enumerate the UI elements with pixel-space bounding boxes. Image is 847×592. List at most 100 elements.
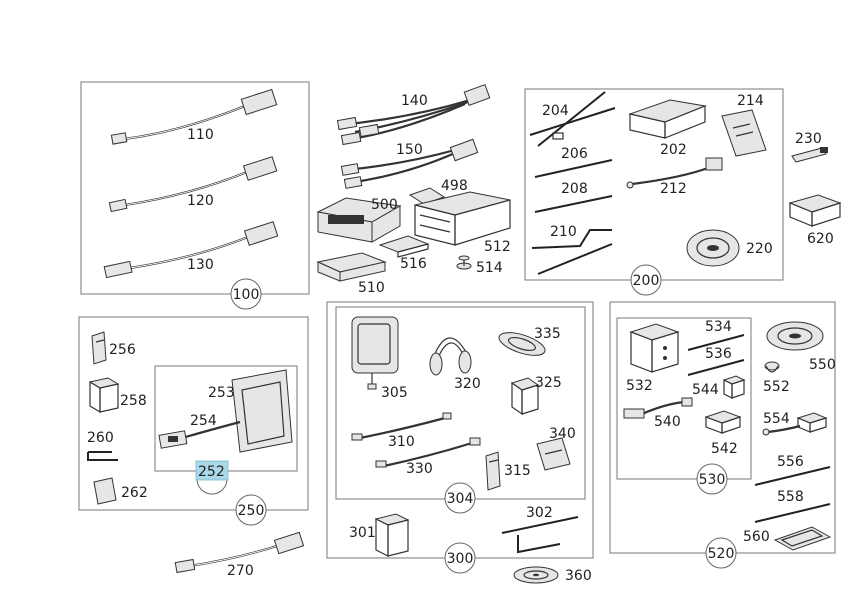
- group-circle-530[interactable]: [696, 463, 728, 495]
- part-label-130: 130: [187, 257, 214, 273]
- part-544-plug: [722, 375, 746, 399]
- part-label-514: 514: [476, 260, 503, 276]
- part-label-540: 540: [654, 414, 681, 430]
- wire-206: [534, 159, 613, 178]
- cable-254: [158, 420, 241, 449]
- part-514-screw: [456, 255, 472, 270]
- part-label-534: 534: [705, 319, 732, 335]
- cable-140: [336, 84, 491, 146]
- part-256-clip: [91, 331, 107, 365]
- group-circle-250[interactable]: [235, 494, 267, 526]
- part-label-110: 110: [187, 127, 214, 143]
- part-510-box: [316, 252, 387, 282]
- part-325-module: [510, 377, 540, 416]
- part-label-212: 212: [660, 181, 687, 197]
- part-label-498: 498: [441, 178, 468, 194]
- part-label-558: 558: [777, 489, 804, 505]
- part-335-remote: [498, 332, 546, 356]
- part-label-310: 310: [388, 434, 415, 450]
- part-label-554: 554: [763, 411, 790, 427]
- part-label-325: 325: [535, 375, 562, 391]
- part-label-220: 220: [746, 241, 773, 257]
- cable-212: [626, 157, 723, 189]
- part-301-module: [374, 513, 410, 557]
- part-214-manual: [721, 109, 767, 157]
- part-320-headphones: [429, 337, 472, 376]
- group-label-100: 100: [233, 287, 260, 303]
- wire-210: [531, 229, 613, 275]
- part-620-box: [788, 194, 842, 227]
- part-label-320: 320: [454, 376, 481, 392]
- part-label-335: 335: [534, 326, 561, 342]
- part-label-360: 360: [565, 568, 592, 584]
- part-label-302: 302: [526, 505, 553, 521]
- group-circle-520[interactable]: [705, 537, 737, 569]
- part-label-340: 340: [549, 426, 576, 442]
- cable-130: [103, 221, 279, 279]
- wire-208: [534, 195, 613, 213]
- part-label-204: 204: [542, 103, 569, 119]
- part-label-556: 556: [777, 454, 804, 470]
- part-262-pad: [93, 477, 117, 505]
- wire-536: [687, 359, 745, 376]
- group-circle-300[interactable]: [444, 542, 476, 574]
- part-253-frame: [231, 369, 293, 453]
- part-label-210: 210: [550, 224, 577, 240]
- cable-554: [762, 412, 828, 436]
- cable-150: [340, 138, 479, 189]
- part-label-214: 214: [737, 93, 764, 109]
- part-label-532: 532: [626, 378, 653, 394]
- part-label-120: 120: [187, 193, 214, 209]
- group-box-530-inner: [616, 317, 752, 480]
- part-258-block: [88, 377, 120, 414]
- cable-270: [174, 531, 305, 574]
- cable-540: [623, 397, 693, 419]
- part-label-256: 256: [109, 342, 136, 358]
- wire-556: [754, 466, 831, 486]
- part-label-544: 544: [692, 382, 719, 398]
- part-560-tray: [773, 526, 832, 551]
- wire-302: [501, 516, 579, 554]
- part-label-252: 252: [198, 464, 225, 480]
- cable-110: [110, 88, 278, 145]
- group-label-530: 530: [699, 472, 726, 488]
- part-label-208: 208: [561, 181, 588, 197]
- group-label-520: 520: [708, 546, 735, 562]
- part-label-620: 620: [807, 231, 834, 247]
- cable-310: [351, 412, 452, 441]
- group-circle-200[interactable]: [630, 264, 662, 296]
- part-label-254: 254: [190, 413, 217, 429]
- group-label-200: 200: [633, 273, 660, 289]
- part-532-unit: [629, 323, 680, 373]
- highlight-252: [195, 460, 229, 481]
- wire-534: [687, 334, 745, 351]
- part-340-manual: [536, 437, 571, 471]
- part-315-clip: [485, 451, 501, 491]
- part-label-510: 510: [358, 280, 385, 296]
- part-512-housing: [414, 191, 511, 246]
- part-220-speaker: [686, 229, 740, 267]
- part-498: [408, 187, 446, 205]
- part-542-module: [704, 410, 742, 434]
- part-label-150: 150: [396, 142, 423, 158]
- cable-120: [108, 156, 278, 213]
- group-circle-304[interactable]: [444, 482, 476, 514]
- part-label-140: 140: [401, 93, 428, 109]
- group-circle-100[interactable]: [230, 278, 262, 310]
- part-label-552: 552: [763, 379, 790, 395]
- part-label-550: 550: [809, 357, 836, 373]
- part-label-262: 262: [121, 485, 148, 501]
- part-label-330: 330: [406, 461, 433, 477]
- part-label-516: 516: [400, 256, 427, 272]
- part-230-stick: [791, 147, 828, 163]
- group-box-250: [78, 316, 309, 511]
- part-label-542: 542: [711, 441, 738, 457]
- part-500-unit: [316, 197, 402, 243]
- part-305-display: [351, 316, 399, 390]
- part-label-512: 512: [484, 239, 511, 255]
- part-label-315: 315: [504, 463, 531, 479]
- part-label-258: 258: [120, 393, 147, 409]
- part-label-260: 260: [87, 430, 114, 446]
